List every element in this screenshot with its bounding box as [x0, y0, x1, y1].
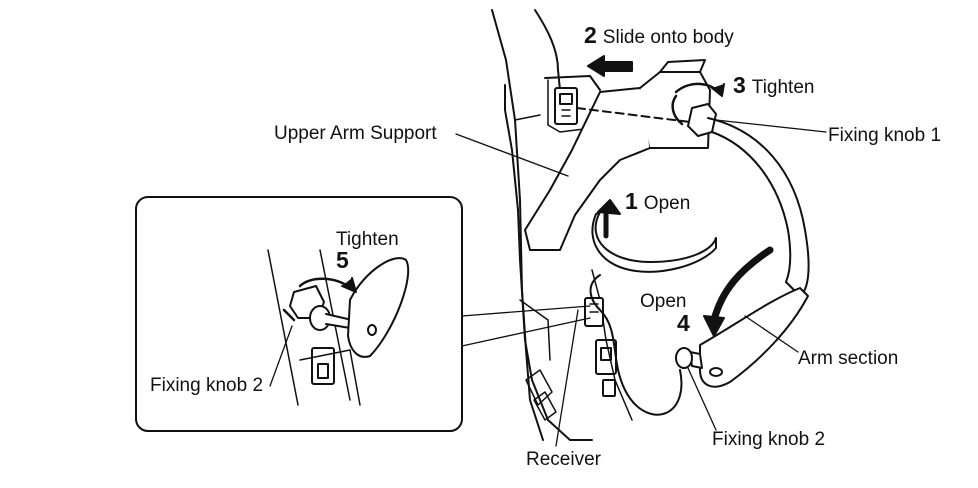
fixing-knob-1-label: Fixing knob 1 — [828, 125, 942, 146]
tighten-text-3: Tighten — [751, 77, 815, 98]
arm-loop — [707, 117, 810, 297]
alignment-dashed-line — [576, 107, 691, 123]
step-1-number: 1 — [625, 188, 638, 214]
open-arrow-4 — [703, 246, 774, 337]
arm-section-part — [675, 287, 809, 388]
step-4-number: 4 — [677, 310, 690, 336]
cable — [589, 274, 683, 416]
step-3-number: 3 — [733, 72, 746, 98]
inset-tighten-label: Tighten — [336, 229, 399, 250]
step-2-number: 2 — [584, 22, 597, 48]
open-label-4: Open — [640, 291, 687, 312]
inset-detail — [135, 196, 591, 432]
leader-lines — [455, 119, 827, 447]
inset-fixing-knob-2-label: Fixing knob 2 — [150, 375, 264, 396]
fixing-knob-2-label: Fixing knob 2 — [712, 429, 826, 450]
open-text-1: Open — [643, 193, 691, 214]
tighten-arrow-1 — [671, 82, 725, 126]
device-body — [491, 9, 633, 441]
arm-section-label: Arm section — [798, 348, 899, 369]
slide-onto-body-text: Slide onto body — [602, 27, 734, 48]
slide-arrow — [587, 55, 633, 77]
step-5-number: 5 — [336, 247, 349, 273]
receiver-lower — [584, 297, 617, 397]
receiver-label: Receiver — [526, 449, 601, 470]
upper-arm-support-label: Upper Arm Support — [274, 123, 437, 144]
receiver-upper — [554, 87, 578, 125]
open-arrow-1 — [591, 199, 717, 273]
